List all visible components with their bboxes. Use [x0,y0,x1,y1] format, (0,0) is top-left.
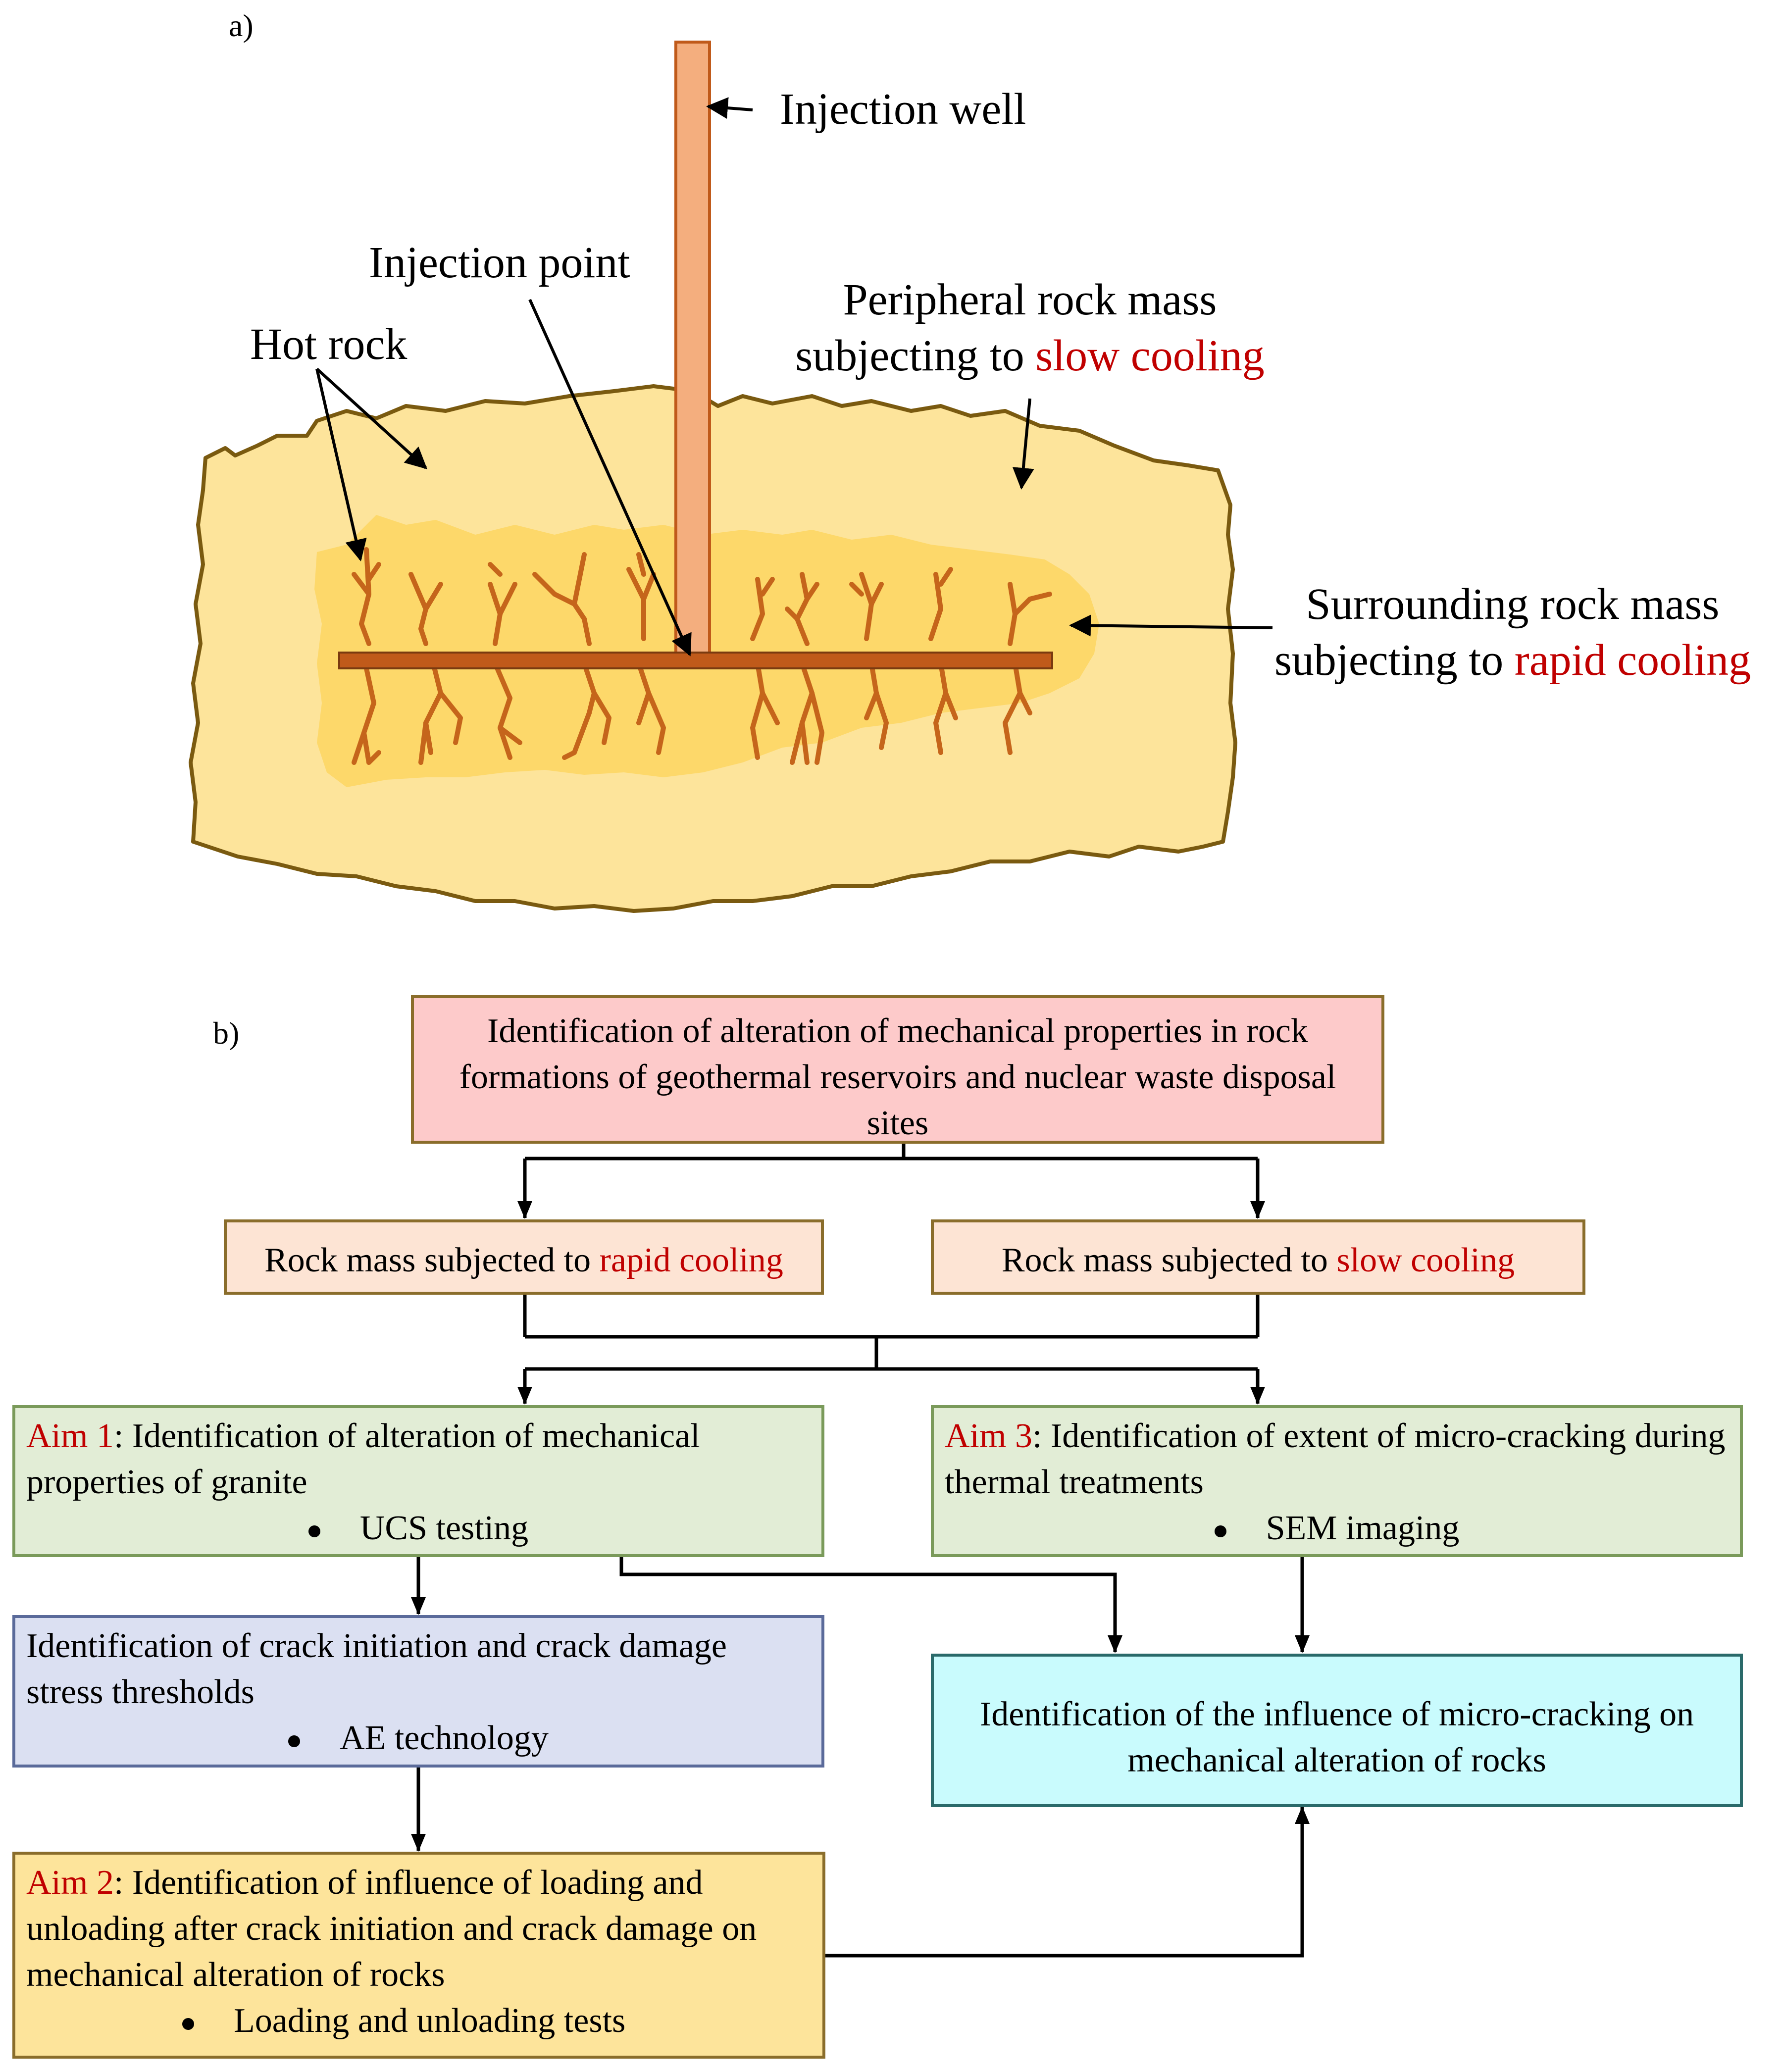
slow-cooling-box: Rock mass subjected to slow cooling [931,1219,1585,1295]
surrounding-line2: subjecting to rapid cooling [1250,633,1775,689]
influence-box: Identification of the influence of micro… [931,1654,1743,1807]
rapid-box-prefix: Rock mass subjected to [264,1241,600,1279]
aim2-box: Aim 2: Identification of influence of lo… [12,1852,825,2059]
aim1-box: Aim 1: Identification of alteration of m… [12,1405,824,1557]
aim1-text: : Identification of alteration of mechan… [26,1417,700,1502]
slow-cooling-highlight: slow cooling [1035,331,1265,380]
panel-b-connectors [411,1144,1310,1958]
crack-box-text: Identification of crack initiation and c… [26,1627,727,1712]
crack-box-bullet-text: AE technology [340,1719,549,1758]
horizontal-well [338,652,1053,669]
peripheral-line1: Peripheral rock mass [843,275,1217,324]
injection-well-label: Injection well [780,85,1026,134]
aim3-tag: Aim 3 [945,1417,1032,1455]
peripheral-line2: subjecting to slow cooling [763,328,1297,384]
crack-box-bullet: AE technology [26,1715,811,1761]
top-box-text: Identification of alteration of mechanic… [459,1012,1336,1143]
hot-rock-label: Hot rock [250,320,407,369]
aim2-bullet-text: Loading and unloading tests [234,2002,626,2040]
crack-threshold-box: Identification of crack initiation and c… [12,1615,824,1768]
aim1-bullet: UCS testing [26,1505,811,1551]
panel-a-label: a) [229,8,254,43]
slow-box-prefix: Rock mass subjected to [1001,1241,1337,1279]
top-identification-box: Identification of alteration of mechanic… [411,995,1384,1144]
aim3-box: Aim 3: Identification of extent of micro… [931,1405,1743,1557]
rapid-cooling-highlight: rapid cooling [1514,635,1751,685]
aim3-bullet: SEM imaging [945,1505,1729,1551]
aim3-bullet-text: SEM imaging [1266,1509,1460,1548]
aim3-text: : Identification of extent of micro-crac… [945,1417,1726,1502]
slow-box-highlight: slow cooling [1336,1241,1515,1279]
influence-box-text: Identification of the influence of micro… [979,1695,1694,1780]
panel-b-label: b) [213,1015,240,1051]
peripheral-rock-label: Peripheral rock mass subjecting to slow … [763,272,1297,384]
bullet-dot-icon [308,1525,320,1538]
surrounding-line2-prefix: subjecting to [1274,635,1515,685]
injection-point-label: Injection point [369,238,630,287]
crack-network [352,547,1052,765]
surrounding-line1: Surrounding rock mass [1306,580,1720,629]
aim1-tag: Aim 1 [26,1417,114,1455]
aim2-bullet: Loading and unloading tests [26,1998,812,2044]
injection-well-pipe [674,41,711,655]
aim1-bullet-text: UCS testing [359,1509,529,1548]
bullet-dot-icon [1214,1525,1226,1538]
rapid-box-highlight: rapid cooling [599,1241,783,1279]
panel-a-arrows [315,97,1273,657]
surrounding-rock-label: Surrounding rock mass subjecting to rapi… [1250,577,1775,688]
bullet-dot-icon [288,1735,301,1748]
aim2-tag: Aim 2 [26,1864,114,1902]
peripheral-line2-prefix: subjecting to [795,331,1036,380]
bullet-dot-icon [182,2018,194,2030]
aim2-text: : Identification of influence of loading… [26,1864,757,1994]
rapid-cooling-box: Rock mass subjected to rapid cooling [224,1219,824,1295]
